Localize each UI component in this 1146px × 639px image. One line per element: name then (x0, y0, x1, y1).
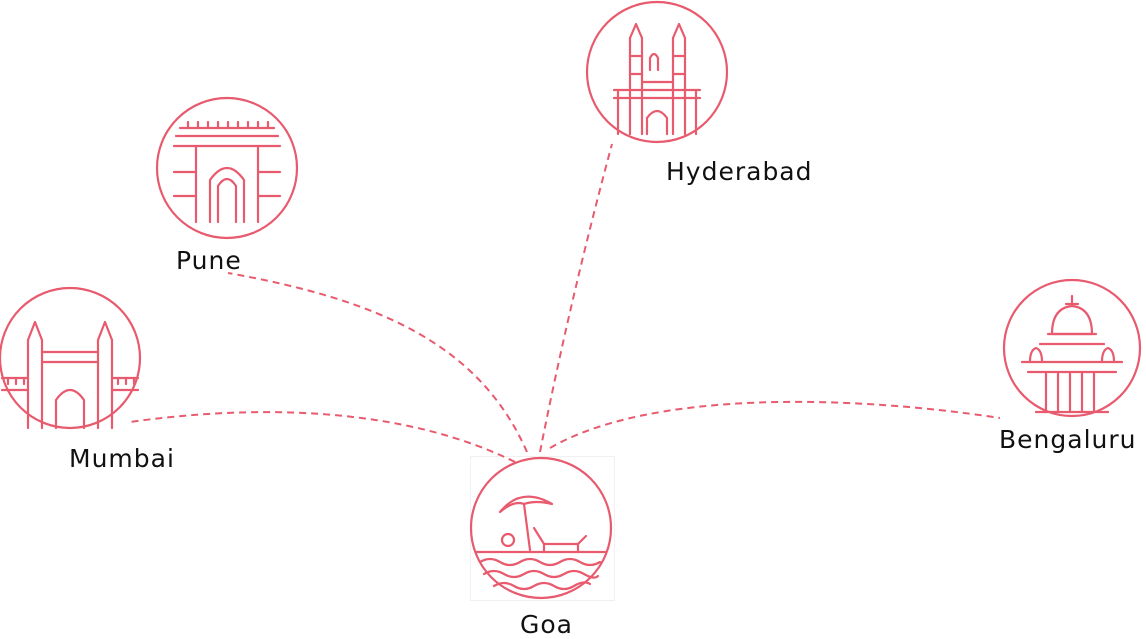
city-label-bengaluru: Bengaluru (999, 425, 1137, 454)
city-label-pune: Pune (176, 246, 242, 275)
city-label-mumbai: Mumbai (69, 444, 175, 473)
connection-goa-bengaluru (549, 400, 1001, 449)
vidhana-soudha-icon (1002, 278, 1142, 418)
gateway-of-india-icon (0, 286, 142, 430)
connection-goa-mumbai (129, 411, 516, 463)
charminar-icon (585, 0, 729, 144)
city-label-goa: Goa (520, 610, 573, 639)
shaniwar-wada-gate-icon (155, 96, 299, 240)
connection-goa-pune (227, 272, 528, 453)
beach-umbrella-icon (469, 456, 613, 600)
connection-goa-hyderabad (539, 143, 613, 453)
city-label-hyderabad: Hyderabad (666, 157, 813, 186)
